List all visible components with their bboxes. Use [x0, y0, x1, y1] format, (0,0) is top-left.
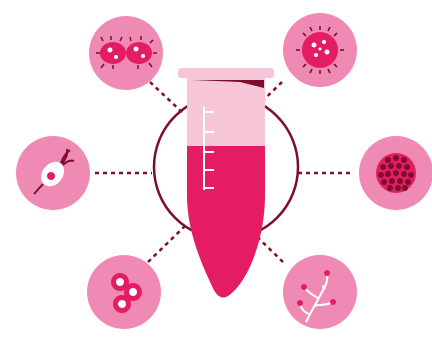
tissue-ball-icon: [376, 153, 416, 193]
tube-empty-region: [187, 78, 265, 146]
cells-node: [87, 255, 161, 329]
plant-branch-node: [283, 255, 357, 329]
virus-icon: [296, 26, 344, 74]
connector-top-left: [150, 82, 185, 115]
tube-cap: [178, 68, 274, 78]
tube-liquid: [187, 146, 265, 298]
bacteria-pair-node: [89, 16, 163, 90]
plant-root-node: [16, 136, 90, 210]
tissue-ball-node: [359, 136, 432, 210]
node-circle: [283, 255, 357, 329]
virus-node: [283, 13, 357, 87]
microcentrifuge-tube-icon: [178, 68, 274, 298]
connector-bottom-left: [148, 226, 185, 262]
